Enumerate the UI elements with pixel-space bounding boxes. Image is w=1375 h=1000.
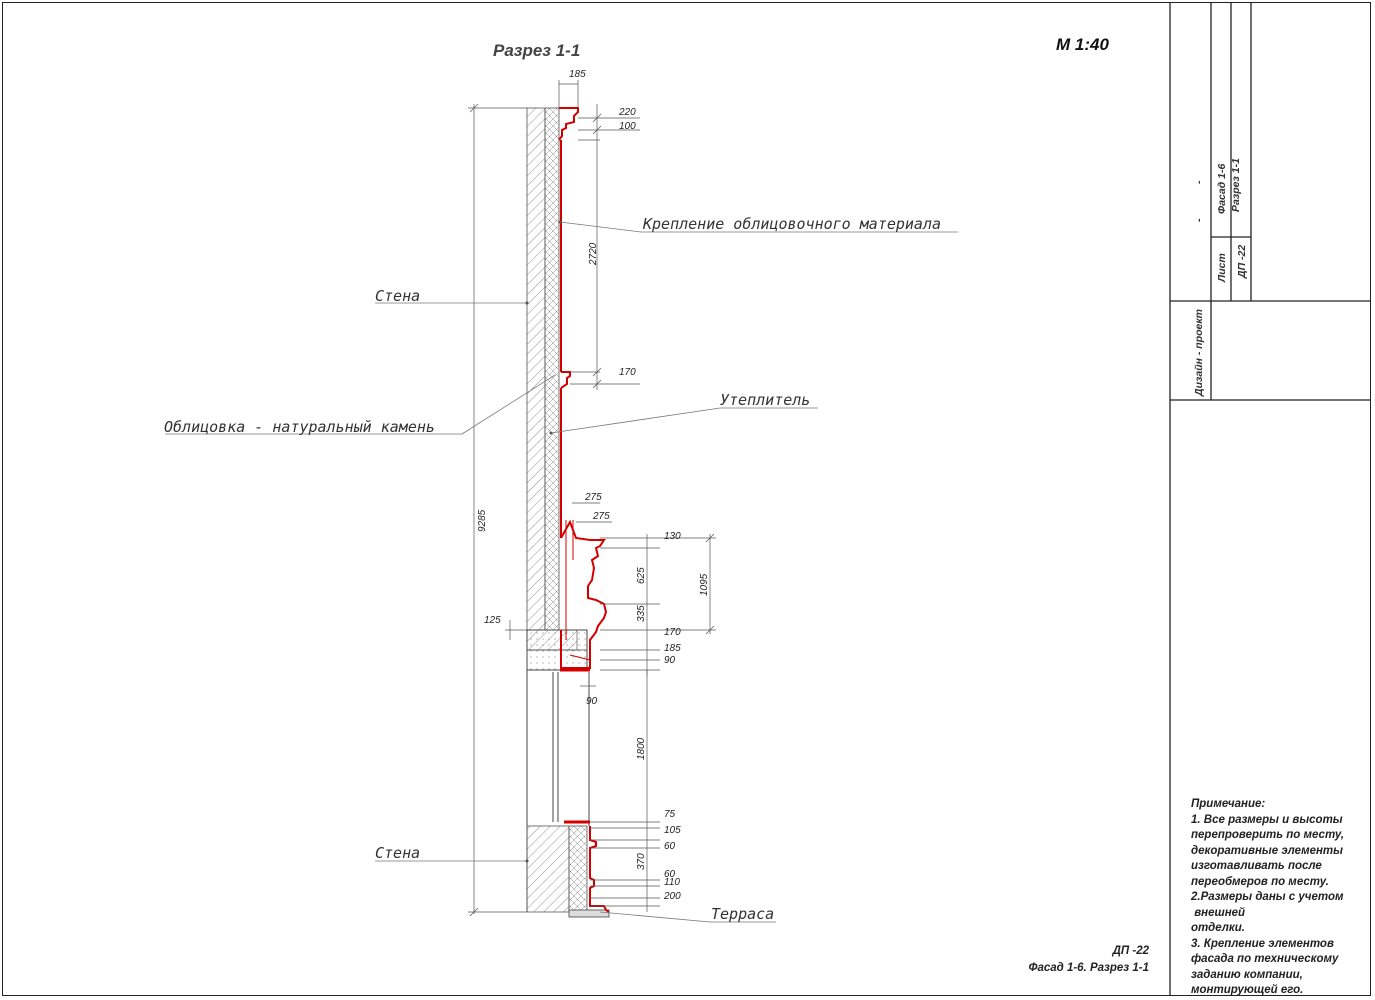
label-wall-bottom: Стена: [375, 844, 421, 862]
dim-335: 335: [636, 605, 647, 622]
dim-275-a: 275: [585, 492, 602, 503]
notes-block: Примечание: 1. Все размеры и высоты пере…: [1191, 797, 1366, 999]
notes-line: 3. Крепление элементов: [1191, 937, 1334, 950]
stamp-sheet-code: ДП -22: [1236, 244, 1248, 278]
stamp-dash-2: -: [1193, 218, 1205, 223]
label-cladding: Облицовка - натуральный камень: [164, 418, 435, 436]
notes-line: переобмеров по месту.: [1191, 875, 1329, 888]
dim-200: 200: [664, 891, 681, 902]
dim-370: 370: [636, 853, 647, 870]
dim-170-low: 170: [664, 627, 681, 638]
wall-upper: [526, 107, 546, 631]
sheet-code: ДП -22: [1112, 945, 1149, 957]
notes-line: декоративные элементы: [1191, 844, 1343, 857]
dim-75: 75: [664, 809, 676, 820]
notes-line: заданию компании,: [1191, 968, 1303, 981]
notes-line: перепроверить по месту,: [1191, 829, 1345, 841]
sheet-name: Фасад 1-6. Разрез 1-1: [1028, 962, 1149, 974]
notes-line: 1. Все размеры и высоты: [1191, 813, 1343, 826]
cladding-profile: [558, 107, 610, 913]
dim-275-b: 275: [593, 511, 610, 522]
leader-lines: [165, 221, 958, 923]
dim-125: 125: [484, 615, 501, 626]
notes-line: внешней: [1191, 906, 1246, 919]
label-terrace: Терраса: [711, 905, 775, 923]
dim-1800: 1800: [636, 737, 647, 760]
wall-lower: [526, 825, 570, 913]
label-insulation: Утеплитель: [720, 391, 811, 409]
notes-line: изготавливать после: [1191, 860, 1322, 872]
window-opening: [526, 670, 590, 912]
title-block-lines: [1169, 3, 1371, 996]
insulation-upper: [544, 107, 560, 631]
stamp-sheet-label: Лист: [1216, 253, 1228, 282]
dim-625: 625: [636, 567, 647, 584]
label-wall-top: Стена: [375, 287, 421, 305]
notes-line: отделки.: [1191, 922, 1245, 934]
insulation-lower: [568, 825, 588, 913]
dim-110: 110: [664, 877, 680, 888]
dim-90-b: 90: [586, 696, 598, 707]
dim-60-b: 60: [664, 869, 676, 880]
stamp-name-2: Разрез 1-1: [1230, 158, 1242, 212]
dim-185-top: 185: [569, 69, 586, 80]
stamp-dash-1: -: [1193, 180, 1205, 185]
notes-line: фасада по техническому: [1191, 953, 1339, 965]
dim-2720: 2720: [588, 242, 599, 265]
dim-1095: 1095: [699, 573, 710, 596]
label-fastening: Крепление облицовочного материала: [643, 215, 942, 233]
dim-170-mid: 170: [619, 367, 636, 378]
dimension-lines: [468, 80, 716, 917]
dim-105: 105: [664, 825, 681, 836]
drawing-title: Разрез 1-1: [493, 41, 581, 60]
dim-100: 100: [619, 121, 636, 132]
dim-9285: 9285: [477, 509, 488, 532]
stamp-design-project: Дизайн - проект: [1193, 308, 1205, 396]
notes-heading: Примечание:: [1191, 798, 1266, 810]
dim-185-low: 185: [664, 643, 681, 654]
notes-line: монтирующей его.: [1191, 984, 1304, 996]
dim-130: 130: [664, 531, 681, 542]
notes-line: 2.Размеры даны с учетом: [1191, 891, 1344, 903]
dim-220: 220: [619, 107, 636, 118]
stamp-name-1: Фасад 1-6: [1216, 163, 1228, 214]
dim-90-a: 90: [664, 655, 676, 666]
drawing-scale: М 1:40: [1056, 35, 1109, 54]
dim-60-a: 60: [664, 841, 676, 852]
